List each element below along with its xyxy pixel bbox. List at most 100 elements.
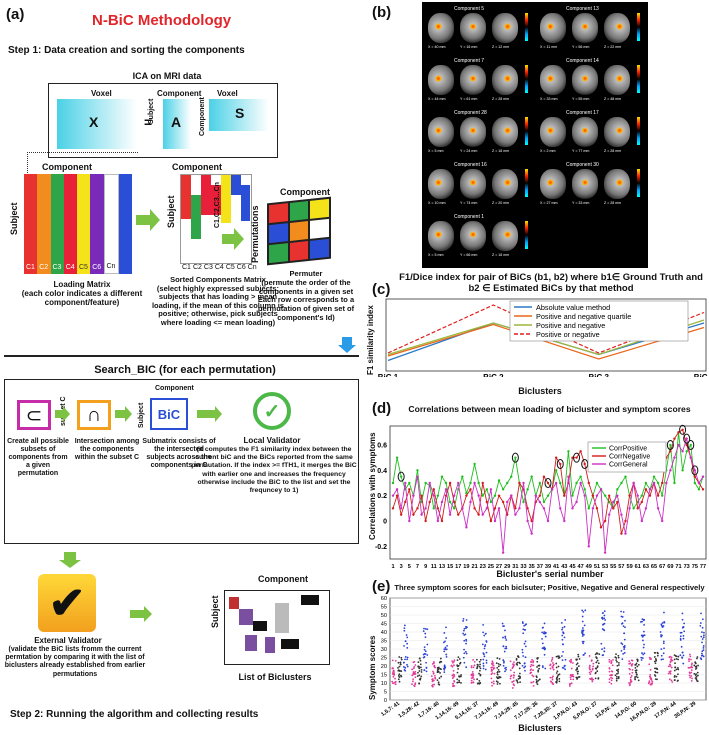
chart-e-point: [569, 676, 572, 679]
chart-e-point: [473, 660, 476, 663]
chart-e-point: [496, 671, 499, 674]
chart-d-point: [473, 507, 476, 510]
chart-e-point: [445, 655, 448, 658]
step2-heading: Step 2: Running the algorithm and collec…: [10, 709, 259, 720]
chart-d-point: [412, 494, 415, 497]
chart-e-point: [562, 632, 565, 634]
chart-d-point: [469, 481, 472, 485]
chart-e-point: [513, 671, 516, 674]
chart-d-point: [510, 475, 513, 478]
chart-e-point: [695, 667, 698, 669]
chart-d-point: [465, 494, 468, 497]
chart-e-point: [477, 682, 480, 685]
chart-d-point: [465, 526, 468, 529]
chart-e-point: [552, 668, 555, 671]
chart-e-point: [436, 679, 439, 682]
chart-e-point: [406, 665, 409, 668]
chart-d-point: [661, 494, 664, 497]
chart-e-xtick: 30,P,N: 39: [673, 701, 697, 720]
chart-e-point: [471, 671, 474, 673]
chart-e-point: [423, 646, 426, 649]
chart-e-point: [608, 660, 611, 663]
brain-coord: Y = 16 mm: [460, 45, 478, 49]
chart-e-point: [398, 673, 401, 676]
chart-e-point: [414, 682, 417, 685]
chart-e-point: [419, 677, 422, 680]
chart-e-point: [691, 662, 693, 665]
chart-e-point: [456, 678, 459, 681]
chart-e-point: [663, 621, 666, 624]
chart-d-xtick: 7: [416, 564, 419, 570]
chart-e-point: [601, 616, 604, 619]
chart-e-point: [523, 624, 526, 627]
chart-d-point: [648, 494, 652, 497]
chart-e-point: [660, 623, 663, 626]
chart-d-point: [632, 507, 635, 510]
chart-e-point: [611, 664, 614, 667]
chart-c-xtick: BiC 2: [483, 373, 504, 377]
chart-e-point: [696, 657, 698, 660]
brain-coord: X = 10 mm: [428, 201, 446, 205]
chart-e-point: [643, 634, 646, 637]
arrow-2-head-icon: [234, 228, 244, 250]
chart-e-point: [476, 678, 479, 681]
chart-e-point: [471, 677, 474, 679]
sorted-col-label: C2: [192, 264, 202, 271]
chart-d-point: [448, 481, 452, 485]
local-validator-text: (it computes the F1 similarity index bet…: [191, 446, 357, 495]
chart-d-point: [428, 481, 431, 485]
chart-e-point: [403, 668, 406, 671]
sorted-col-labels: C1 C2 C3 C4 C5 C6 Cn: [182, 264, 257, 272]
chart-e-point: [406, 646, 409, 649]
chart-e-point: [424, 636, 427, 639]
chart-e-point: [581, 629, 584, 632]
chart-e-point: [615, 669, 618, 672]
chart-e-point: [532, 660, 535, 662]
section-divider: [4, 355, 359, 357]
matrix-x-label: X: [89, 114, 99, 130]
chart-e-point: [465, 619, 468, 621]
chart-e-point: [478, 679, 481, 682]
chart-e-point: [498, 670, 501, 673]
chart-e-point: [523, 628, 526, 631]
brain-component-name: Component 13: [566, 6, 599, 12]
chart-e-point: [502, 645, 505, 648]
chart-d-point: [412, 513, 415, 516]
lm-col-label: C6: [92, 264, 102, 271]
chart-e-point: [505, 645, 508, 648]
chart-e-point: [473, 678, 475, 681]
chart-d-point: [595, 507, 599, 510]
chart-e-point: [451, 661, 454, 664]
chart-d-point: [399, 475, 403, 478]
chart-d-point: [452, 494, 456, 497]
chart-e-point: [604, 619, 607, 621]
chart-e-point: [561, 628, 563, 631]
chart-e-point: [411, 668, 413, 671]
chart-e-point: [496, 666, 499, 669]
chart-e-point: [615, 653, 617, 656]
arrow-4-icon: [115, 410, 125, 418]
chart-d-point: [644, 481, 648, 485]
chart-e-point: [622, 625, 625, 628]
chart-e-point: [628, 660, 631, 663]
chart-e-point: [556, 675, 559, 678]
list-biclusters-matrix: [224, 590, 330, 665]
chart-e-point: [451, 660, 454, 662]
chart-e-point: [414, 676, 417, 679]
chart-d-point: [510, 494, 513, 497]
chart-d-point: [685, 437, 688, 440]
chart-e-point: [623, 646, 626, 649]
chart-e-point: [504, 635, 507, 638]
chart-e-point: [490, 668, 493, 671]
chart-d-point: [481, 513, 484, 516]
chart-e-point: [654, 662, 657, 665]
chart-e-point: [482, 667, 485, 670]
chart-e-title: Three symptom scores for each biclsuter;…: [394, 583, 705, 592]
chart-e-point: [576, 662, 579, 665]
chart-e-point: [561, 638, 564, 641]
chart-e-point: [537, 679, 540, 682]
chart-e-point: [535, 681, 538, 684]
chart-e-point: [518, 667, 521, 670]
